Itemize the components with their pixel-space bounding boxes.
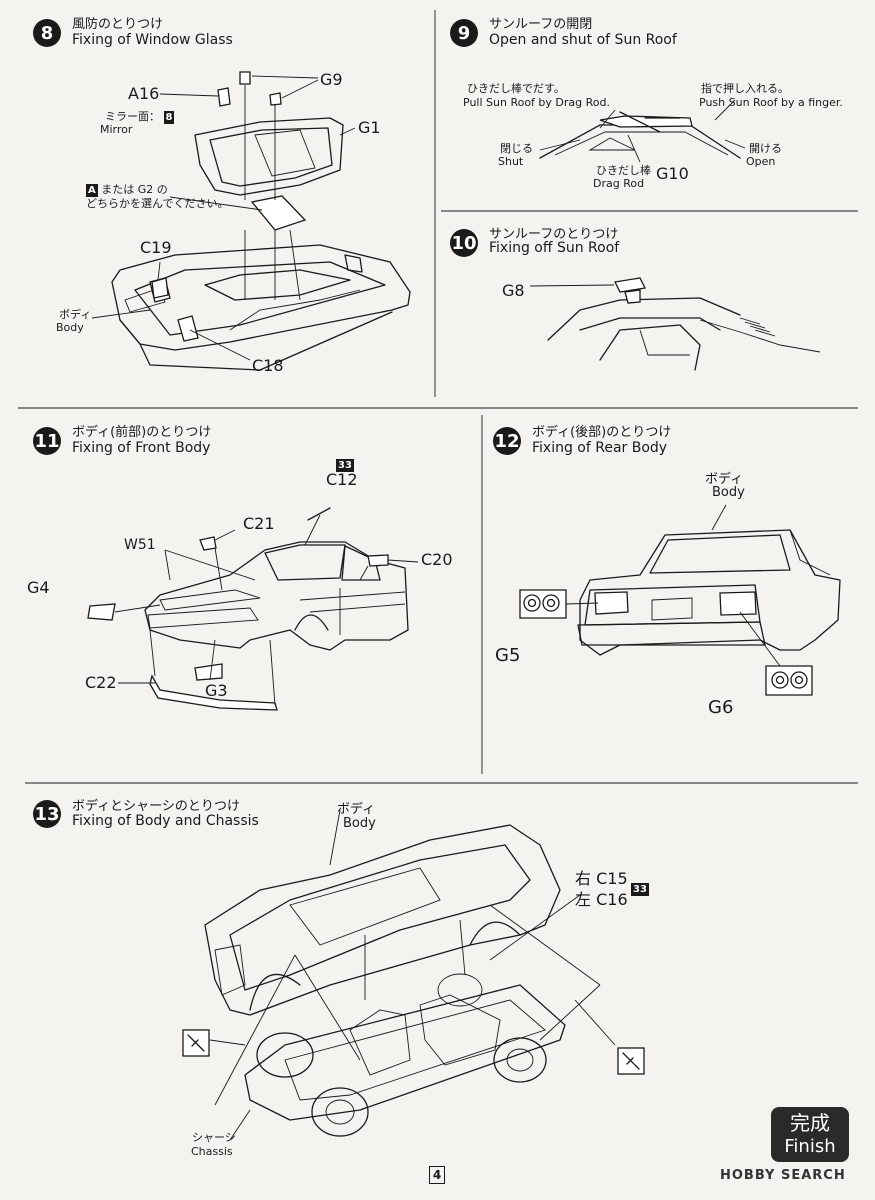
body-label-jp-13: ボディ: [337, 802, 376, 817]
finish-en: Finish: [784, 1136, 836, 1157]
step-11-title-jp: ボディ(前部)のとりつけ: [72, 425, 212, 440]
step-9-number: 9: [450, 19, 478, 47]
drag-en: Pull Sun Roof by Drag Rod.: [463, 96, 610, 109]
part-g6: G6: [708, 697, 734, 718]
step-8-number: 8: [33, 19, 61, 47]
page-number: 4: [429, 1166, 445, 1184]
step-10-number: 10: [450, 229, 478, 257]
drag-jp: ひきだし棒でだす。: [467, 82, 565, 95]
step-8-title-jp: 風防のとりつけ: [72, 17, 164, 32]
c12-color-box: 33: [336, 459, 354, 472]
step-12-title-en: Fixing of Rear Body: [532, 440, 668, 456]
push-jp: 指で押し入れる。: [701, 82, 789, 95]
body-label-en-13: Body: [343, 816, 376, 831]
part-c16: 左 C16: [575, 890, 628, 909]
part-g1: G1: [358, 118, 381, 137]
mirror-note: ミラー面： 8: [105, 108, 175, 124]
mirror-jp: ミラー面：: [105, 110, 160, 123]
chassis-label-en: Chassis: [191, 1145, 233, 1158]
part-c15: 右 C15: [575, 869, 628, 888]
mirror-color-box: 8: [163, 111, 175, 124]
part-c20: C20: [421, 550, 453, 569]
part-c21: C21: [243, 514, 275, 533]
part-w51: W51: [124, 537, 156, 553]
finish-jp: 完成: [790, 1111, 830, 1135]
choose-note-2: どちらかを選んでください。: [86, 197, 229, 210]
part-g5: G5: [495, 645, 521, 666]
step8-illustration: [91, 71, 411, 371]
c15-color-box: 33: [631, 883, 649, 896]
step-9-title-jp: サンルーフの開閉: [489, 17, 593, 32]
body-label-en: Body: [56, 321, 84, 334]
watermark: HOBBY SEARCH: [720, 1168, 846, 1183]
step-12-title-jp: ボディ(後部)のとりつけ: [532, 425, 672, 440]
step13-illustration: [182, 809, 645, 1141]
step9-illustration: [539, 99, 746, 163]
shut-jp: 閉じる: [500, 142, 533, 155]
finish-badge: 完成 Finish: [771, 1107, 849, 1162]
step-13-title-jp: ボディとシャーシのとりつけ: [72, 799, 240, 814]
push-en: Push Sun Roof by a finger.: [699, 96, 843, 109]
step-10-title-en: Fixing off Sun Roof: [489, 240, 620, 256]
step-13-title-en: Fixing of Body and Chassis: [72, 813, 259, 829]
part-c18: C18: [252, 356, 284, 375]
part-g10: G10: [656, 164, 689, 183]
open-en: Open: [746, 155, 776, 168]
part-c19: C19: [140, 238, 172, 257]
step11-illustration: [87, 507, 419, 711]
part-g9: G9: [320, 70, 343, 89]
step-10-title-jp: サンルーフのとりつけ: [489, 227, 619, 242]
part-c22: C22: [85, 673, 117, 692]
body-label-jp-12: ボディ: [705, 472, 744, 487]
body-label-jp: ボディ: [59, 308, 92, 321]
step-9-title-en: Open and shut of Sun Roof: [489, 32, 677, 48]
step-12-number: 12: [493, 427, 521, 455]
part-g3: G3: [205, 681, 228, 700]
rod-jp: ひきだし棒: [596, 164, 651, 177]
body-label-en-12: Body: [712, 485, 745, 500]
part-g4: G4: [27, 578, 50, 597]
part-g8: G8: [502, 281, 525, 300]
chassis-label-jp: シャーシ: [192, 1131, 236, 1144]
choose-box-a: A: [86, 184, 98, 197]
step12-illustration: [519, 504, 841, 696]
step-11-number: 11: [33, 427, 61, 455]
part-c12: C12: [326, 470, 358, 489]
choose-note-1: A または G2 の: [86, 183, 168, 197]
step-13-number: 13: [33, 800, 61, 828]
mirror-en: Mirror: [100, 123, 133, 136]
step10-illustration: [529, 277, 821, 371]
part-a16: A16: [128, 84, 160, 103]
shut-en: Shut: [498, 155, 524, 168]
rod-en: Drag Rod: [593, 177, 645, 190]
step-8-title-en: Fixing of Window Glass: [72, 32, 233, 48]
step-11-title-en: Fixing of Front Body: [72, 440, 211, 456]
open-jp: 開ける: [749, 142, 782, 155]
